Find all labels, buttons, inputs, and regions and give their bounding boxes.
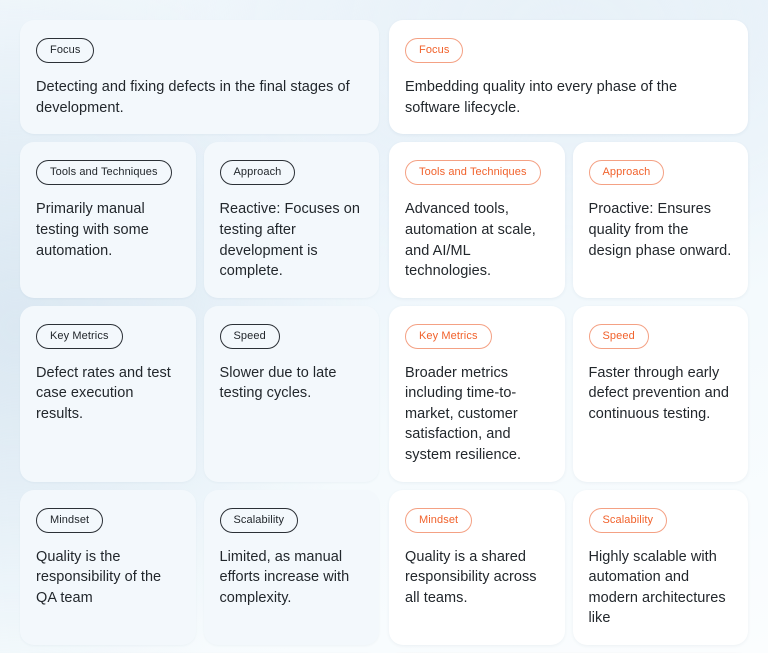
qa-card-speed[interactable]: Speed Slower due to late testing cycles. — [203, 305, 379, 482]
qa-card-mindset[interactable]: Mindset Quality is the responsibility of… — [20, 489, 196, 646]
qa-card-approach[interactable]: Approach Reactive: Focuses on testing af… — [203, 142, 379, 298]
qa-side: Tools and Techniques Primarily manual te… — [20, 142, 379, 298]
comparison-row: Tools and Techniques Primarily manual te… — [20, 142, 748, 298]
qe-side: Key Metrics Broader metrics including ti… — [389, 305, 748, 482]
qe-pill-key-metrics: Key Metrics — [405, 323, 492, 349]
qe-text-speed: Faster through early defect prevention a… — [588, 364, 730, 422]
qe-text-tools: Advanced tools, automation at scale, and… — [405, 201, 536, 280]
qa-card-key-metrics[interactable]: Key Metrics Defect rates and test case e… — [20, 305, 196, 482]
qa-pill-key-metrics: Key Metrics — [36, 323, 123, 349]
qe-card-scalability[interactable]: Scalability Highly scalable with automat… — [572, 489, 748, 646]
qa-text-key-metrics: Defect rates and test case execution res… — [36, 364, 171, 422]
qe-text-key-metrics: Broader metrics including time-to-market… — [405, 364, 522, 464]
qa-text-tools: Primarily manual testing with some autom… — [36, 201, 149, 259]
qe-side: Tools and Techniques Advanced tools, aut… — [389, 142, 748, 298]
qe-text-approach: Proactive: Ensures quality from the desi… — [588, 201, 732, 259]
qa-side: Mindset Quality is the responsibility of… — [20, 489, 379, 646]
qa-text-mindset: Quality is the responsibility of the QA … — [36, 548, 162, 606]
qe-pill-scalability: Scalability — [588, 507, 668, 533]
qe-pill-speed: Speed — [588, 323, 649, 349]
qe-card-tools[interactable]: Tools and Techniques Advanced tools, aut… — [389, 142, 565, 298]
qa-pill-scalability: Scalability — [219, 507, 299, 533]
qa-text-scalability: Limited, as manual efforts increase with… — [219, 548, 350, 606]
comparison-rows: Focus Detecting and fixing defects in th… — [20, 20, 748, 646]
qa-card-scalability[interactable]: Scalability Limited, as manual efforts i… — [203, 489, 379, 646]
qe-pill-mindset: Mindset — [405, 507, 473, 533]
qa-pill-speed: Speed — [219, 323, 280, 349]
qe-text-scalability: Highly scalable with automation and mode… — [588, 548, 726, 627]
qe-text-focus: Embedding quality into every phase of th… — [405, 79, 678, 116]
qa-text-speed: Slower due to late testing cycles. — [219, 364, 337, 402]
qe-card-focus[interactable]: Focus Embedding quality into every phase… — [389, 20, 748, 135]
comparison-row: Focus Detecting and fixing defects in th… — [20, 20, 748, 135]
qa-side: Focus Detecting and fixing defects in th… — [20, 20, 379, 135]
qe-text-mindset: Quality is a shared responsibility acros… — [405, 548, 537, 606]
qa-card-focus[interactable]: Focus Detecting and fixing defects in th… — [20, 20, 379, 135]
qa-text-approach: Reactive: Focuses on testing after devel… — [219, 201, 360, 280]
qe-card-key-metrics[interactable]: Key Metrics Broader metrics including ti… — [389, 305, 565, 482]
qe-pill-approach: Approach — [588, 160, 665, 186]
qa-pill-approach: Approach — [219, 160, 296, 186]
qe-pill-focus: Focus — [405, 38, 464, 64]
comparison-row: Mindset Quality is the responsibility of… — [20, 489, 748, 646]
qa-card-tools[interactable]: Tools and Techniques Primarily manual te… — [20, 142, 196, 298]
qa-pill-mindset: Mindset — [36, 507, 104, 533]
qa-text-focus: Detecting and fixing defects in the fina… — [36, 79, 350, 116]
qe-side: Focus Embedding quality into every phase… — [389, 20, 748, 135]
qe-pill-tools: Tools and Techniques — [405, 160, 541, 186]
qe-card-mindset[interactable]: Mindset Quality is a shared responsibili… — [389, 489, 565, 646]
comparison-row: Key Metrics Defect rates and test case e… — [20, 305, 748, 482]
qa-pill-focus: Focus — [36, 38, 95, 64]
qa-pill-tools: Tools and Techniques — [36, 160, 172, 186]
qe-side: Mindset Quality is a shared responsibili… — [389, 489, 748, 646]
qe-card-speed[interactable]: Speed Faster through early defect preven… — [572, 305, 748, 482]
qe-card-approach[interactable]: Approach Proactive: Ensures quality from… — [572, 142, 748, 298]
qa-side: Key Metrics Defect rates and test case e… — [20, 305, 379, 482]
